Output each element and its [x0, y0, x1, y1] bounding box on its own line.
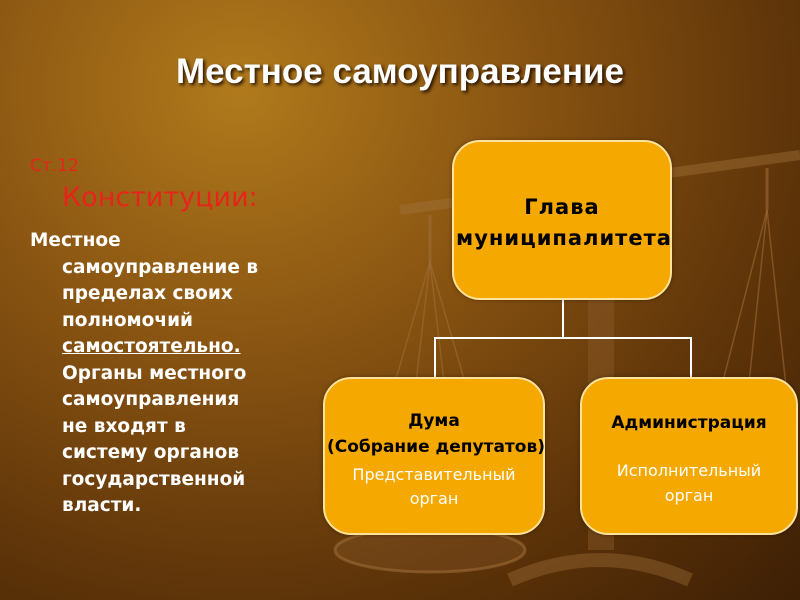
quote-line: Местное: [30, 230, 121, 251]
quote-line: пределах своих: [62, 283, 233, 304]
duma-box-role-line2: орган: [409, 489, 459, 508]
quote-line: самоуправление в: [62, 256, 259, 278]
quote-line: государственной: [62, 468, 246, 490]
administration-box: Администрация Исполнительный орган: [580, 377, 798, 535]
duma-box-subtitle: (Собрание депутатов): [326, 437, 545, 457]
quote-line: власти.: [62, 495, 142, 516]
connector-to-duma: [434, 337, 436, 378]
admin-box-role-line2: орган: [664, 486, 714, 505]
quote-line: Органы местного: [62, 362, 247, 384]
quote-line-underlined: самостоятельно.: [62, 336, 241, 357]
duma-box-title: Дума: [408, 411, 460, 431]
quote-line: не входят в: [62, 415, 186, 437]
head-box-line2: муниципалитета: [456, 226, 672, 250]
quote-line: полномочий: [62, 309, 193, 331]
admin-box-title: Администрация: [611, 413, 767, 433]
connector-to-admin: [690, 337, 692, 378]
admin-box-role-line1: Исполнительный: [616, 461, 762, 480]
connector-head-down: [562, 300, 564, 338]
quote-line: самоуправления: [62, 389, 240, 410]
municipal-head-box: Глава муниципалитета: [452, 140, 672, 300]
constitution-quote: Местное самоуправление в пределах своих …: [30, 228, 320, 520]
slide-title: Местное самоуправление: [175, 52, 625, 91]
duma-box: Дума (Собрание депутатов) Представительн…: [323, 377, 545, 535]
head-box-line1: Глава: [524, 195, 600, 219]
connector-horizontal: [434, 337, 692, 339]
article-number: Ст.12: [30, 156, 79, 176]
quote-line: систему органов: [62, 442, 240, 463]
duma-box-role-line1: Представительный: [352, 465, 516, 484]
article-name: Конституции:: [62, 182, 258, 213]
